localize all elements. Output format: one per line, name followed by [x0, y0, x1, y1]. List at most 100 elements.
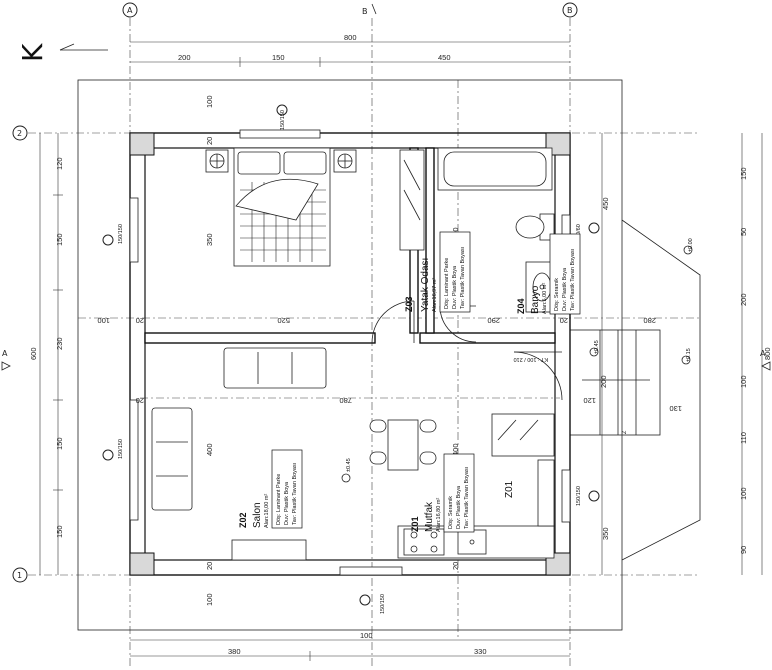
svg-text:150/150: 150/150 [280, 110, 286, 130]
svg-text:200: 200 [178, 53, 191, 62]
svg-text:±0.15: ±0.15 [686, 348, 692, 362]
svg-text:Yatak Odası: Yatak Odası [420, 258, 431, 312]
svg-text:290: 290 [487, 316, 500, 325]
dims-top: 800 200 150 450 [130, 33, 570, 67]
svg-text:Mutfak: Mutfak [424, 501, 435, 532]
window-left-1 [129, 197, 139, 263]
svg-text:450: 450 [438, 53, 451, 62]
nightstand-right [333, 149, 357, 173]
svg-text:780: 780 [339, 396, 352, 405]
kitchen-counter [397, 525, 555, 559]
column-top-left [129, 132, 155, 156]
sofa-left [151, 407, 193, 511]
svg-text:A: A [127, 6, 133, 15]
svg-text:Tav: Plastik Tavan Boyası: Tav: Plastik Tavan Boyası [292, 463, 298, 525]
dims-left: 600 120 150 230 150 150 [29, 133, 64, 575]
svg-text:±0.45: ±0.45 [594, 340, 600, 354]
svg-text:600: 600 [29, 347, 38, 360]
entrance-door: KT : 100 / 210 [514, 351, 563, 401]
grid-bubble-c: B [562, 2, 578, 18]
tv-unit [231, 539, 307, 561]
svg-text:100: 100 [739, 375, 748, 388]
svg-text:B: B [567, 6, 573, 15]
svg-text:800: 800 [344, 33, 357, 42]
exterior-walls [129, 132, 571, 576]
room-z02-label: Z02 Salon Alan:18,00 m² Döş: Laminant Pa… [238, 449, 303, 529]
svg-text:100: 100 [739, 487, 748, 500]
svg-text:200: 200 [599, 375, 608, 388]
svg-text:Alan:5,00 m²: Alan:5,00 m² [542, 283, 548, 314]
svg-text:2: 2 [17, 129, 22, 138]
kitchen-side-counter [537, 459, 555, 527]
svg-text:150/150: 150/150 [118, 439, 124, 459]
svg-text:Alan:16,97 m²: Alan:16,97 m² [432, 278, 438, 312]
dims-right: 800 150 450 50 200 100 110 100 90 350 13… [601, 133, 772, 575]
svg-text:±0.45: ±0.45 [346, 458, 352, 472]
svg-text:A: A [760, 349, 766, 358]
svg-text:100: 100 [205, 593, 214, 606]
section-marker-left: A [1, 349, 11, 371]
window-left-2 [129, 399, 139, 521]
svg-text:60/60: 60/60 [576, 224, 582, 238]
svg-text:Duv: Plastik Boya: Duv: Plastik Boya [562, 267, 568, 311]
grid-bubble-1: 1 [12, 567, 28, 583]
svg-text:150/150: 150/150 [118, 224, 124, 244]
svg-text:520: 520 [277, 316, 290, 325]
toilet [515, 213, 555, 241]
room-z01-tag: Z01 [504, 480, 515, 498]
svg-text:Duv: Plastik Boya: Duv: Plastik Boya [452, 265, 458, 309]
svg-text:150: 150 [739, 167, 748, 180]
svg-text:20: 20 [136, 396, 144, 405]
bathtub [437, 147, 553, 191]
svg-text:Z02: Z02 [238, 512, 248, 528]
svg-text:400: 400 [451, 443, 460, 456]
svg-text:A: A [2, 349, 8, 358]
svg-text:Z: Z [622, 430, 628, 434]
bedroom-door [371, 300, 415, 344]
svg-text:1: 1 [17, 571, 22, 580]
svg-text:100: 100 [97, 316, 110, 325]
window-bottom [339, 566, 403, 576]
wardrobe [399, 149, 425, 251]
window-right-kitchen [561, 469, 571, 523]
svg-text:20: 20 [451, 562, 460, 570]
svg-text:Duv: Plastik Boya: Duv: Plastik Boya [456, 485, 462, 529]
svg-text:100: 100 [360, 631, 373, 640]
section-marker-right: A [760, 349, 771, 371]
nightstand-left [205, 149, 229, 173]
svg-text:150: 150 [55, 525, 64, 538]
svg-text:150: 150 [272, 53, 285, 62]
dims-bottom: 100 380 330 [130, 631, 570, 661]
kitchen-fridge [491, 413, 555, 457]
svg-text:50: 50 [739, 228, 748, 236]
north-arrow: K [16, 43, 108, 62]
svg-text:100: 100 [205, 95, 214, 108]
svg-text:±0.00: ±0.00 [688, 238, 694, 252]
svg-text:Döş: Seramik: Döş: Seramik [448, 496, 454, 529]
svg-text:350: 350 [205, 233, 214, 246]
svg-text:Tav: Plastik Tavan Boyası: Tav: Plastik Tavan Boyası [570, 249, 576, 311]
north-label: K [16, 43, 49, 62]
svg-text:400: 400 [205, 443, 214, 456]
interior-dims: 100 20 350 370 520 100 20 290 20 780 400… [97, 95, 656, 606]
svg-text:20: 20 [205, 137, 214, 145]
svg-text:90: 90 [739, 546, 748, 554]
svg-text:20: 20 [205, 562, 214, 570]
svg-text:Tav: Plastik Tavan Boyası: Tav: Plastik Tavan Boyası [460, 247, 466, 309]
room-z03-label: Z03 Yatak Odası Alan:16,97 m² Döş: Lamin… [404, 231, 471, 313]
svg-text:Döş: Laminant Parke: Döş: Laminant Parke [276, 474, 282, 525]
svg-text:Z01: Z01 [410, 516, 420, 532]
svg-text:120: 120 [55, 157, 64, 170]
svg-text:150/150: 150/150 [576, 486, 582, 506]
grid-bubble-2: 2 [12, 125, 28, 141]
terrace-outline [77, 79, 701, 631]
svg-text:Döş: Laminant Parke: Döş: Laminant Parke [444, 258, 450, 309]
svg-text:130: 130 [669, 404, 682, 413]
svg-text:150: 150 [55, 233, 64, 246]
svg-text:120: 120 [583, 396, 596, 405]
svg-text:110: 110 [739, 432, 748, 444]
svg-text:200: 200 [739, 293, 748, 306]
svg-text:Banyo: Banyo [530, 285, 541, 314]
sofa-top [223, 347, 327, 389]
entry-steps: Z [582, 330, 650, 435]
